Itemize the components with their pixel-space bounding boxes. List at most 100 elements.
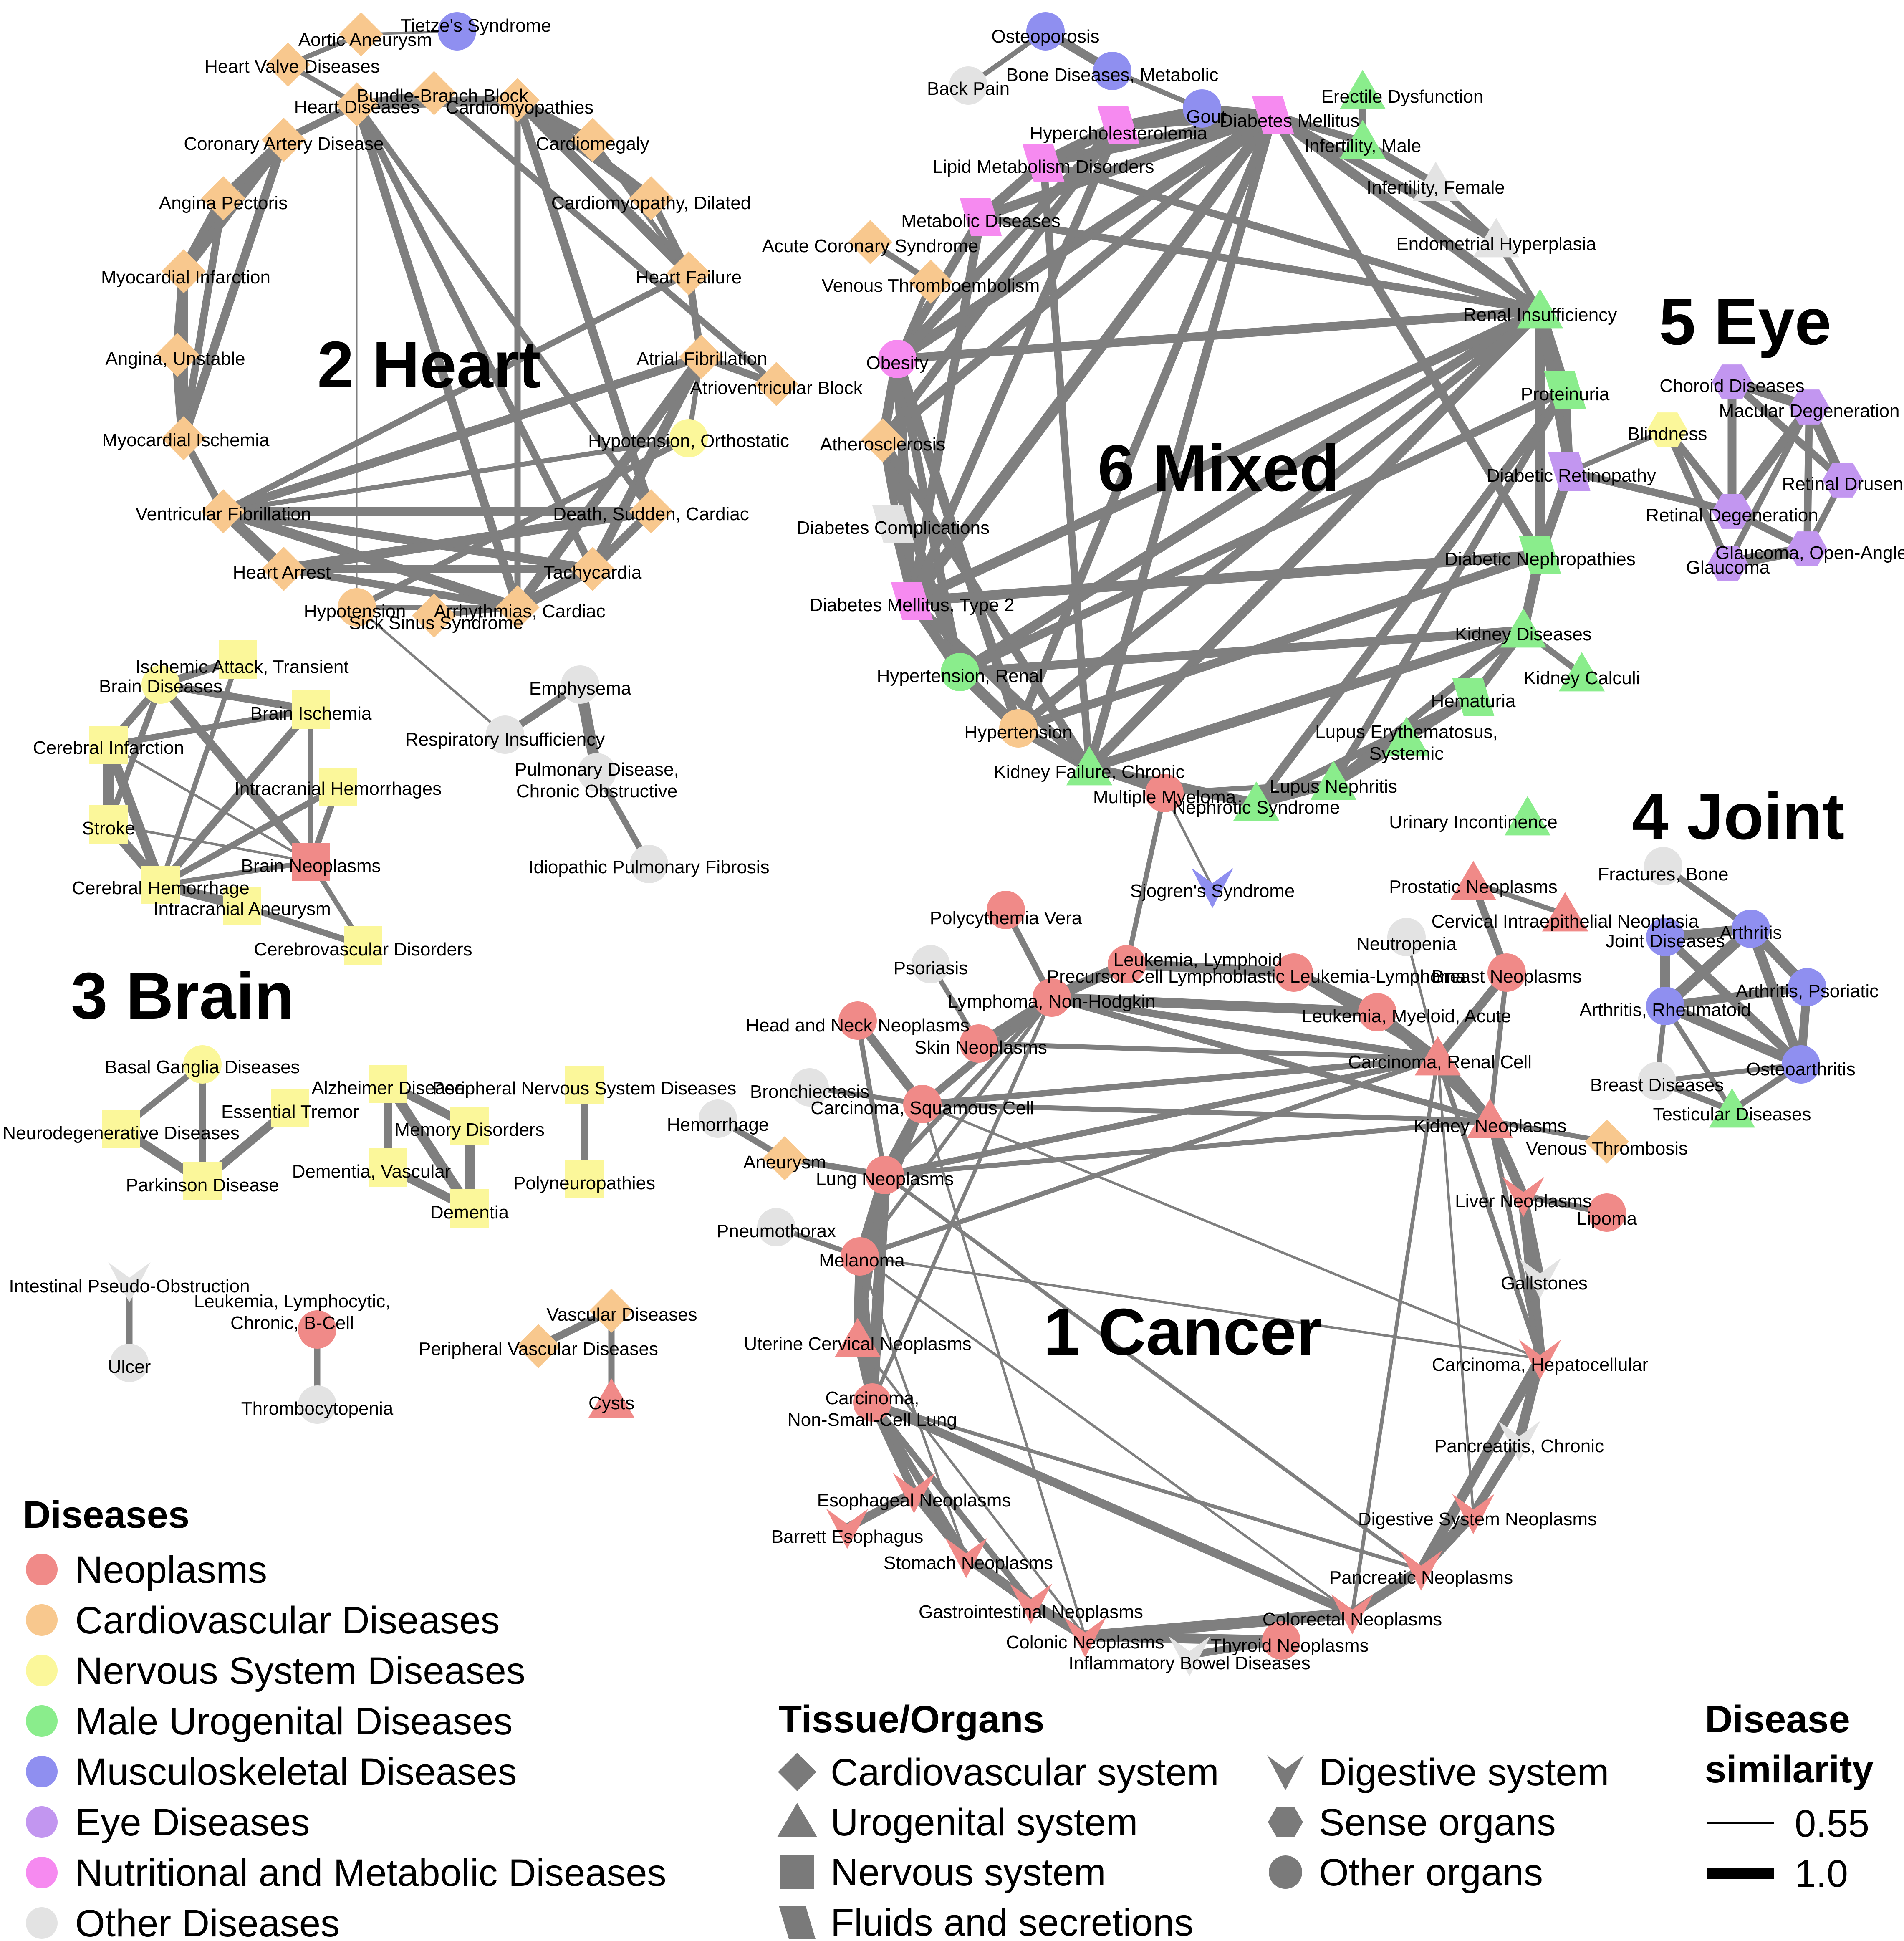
node-endo[interactable]: [1473, 218, 1520, 258]
node-psoriatic[interactable]: [1788, 968, 1826, 1006]
node-dementiavasc[interactable]: [369, 1148, 407, 1187]
node-liverneo[interactable]: [1502, 1177, 1545, 1217]
node-pancreatitis[interactable]: [1498, 1421, 1540, 1461]
node-braindis[interactable]: [141, 665, 180, 704]
node-hyperrenal[interactable]: [941, 653, 979, 691]
node-tietze[interactable]: [438, 12, 476, 51]
node-cll[interactable]: [298, 1310, 336, 1349]
node-rcc[interactable]: [1414, 1036, 1461, 1076]
node-neurodegen[interactable]: [102, 1110, 140, 1148]
node-ibd[interactable]: [1168, 1636, 1211, 1676]
node-breastdis[interactable]: [1638, 1062, 1676, 1100]
node-bronch[interactable]: [790, 1068, 829, 1107]
node-angina[interactable]: [201, 176, 245, 220]
node-pancreatic[interactable]: [1400, 1550, 1442, 1591]
node-headneck[interactable]: [838, 1001, 877, 1040]
node-lipoma[interactable]: [1588, 1193, 1626, 1232]
node-precursor[interactable]: [1275, 953, 1313, 992]
node-lymphoma[interactable]: [1033, 978, 1071, 1017]
node-inffemale[interactable]: [1412, 162, 1459, 201]
node-osteoporosis[interactable]: [1026, 12, 1065, 51]
node-fractures[interactable]: [1644, 847, 1682, 885]
node-pneumothorax[interactable]: [757, 1208, 795, 1246]
node-cysts[interactable]: [588, 1378, 635, 1418]
node-basal[interactable]: [183, 1045, 222, 1084]
node-heartdis[interactable]: [335, 82, 379, 126]
node-sicksinus[interactable]: [412, 594, 456, 638]
node-arrest[interactable]: [262, 547, 306, 591]
node-athero[interactable]: [861, 418, 905, 463]
node-hyperchol[interactable]: [1097, 106, 1140, 144]
node-venousthromb[interactable]: [1585, 1120, 1629, 1164]
node-obesity[interactable]: [878, 340, 917, 378]
node-ulcer[interactable]: [110, 1344, 149, 1382]
node-blindness[interactable]: [1647, 412, 1688, 447]
node-prostatic[interactable]: [1450, 861, 1497, 900]
node-diabret[interactable]: [1548, 452, 1591, 491]
node-cardiomegaly[interactable]: [571, 118, 615, 162]
node-ed[interactable]: [1339, 70, 1386, 109]
node-sjogren[interactable]: [1191, 868, 1234, 908]
node-osteoarth[interactable]: [1782, 1045, 1820, 1084]
node-hcc[interactable]: [1519, 1339, 1561, 1380]
node-proteinuria[interactable]: [1544, 371, 1586, 409]
node-acs[interactable]: [848, 220, 892, 264]
node-nephrotic[interactable]: [1233, 781, 1280, 821]
node-kidneyneo[interactable]: [1467, 1099, 1513, 1138]
node-hypertension[interactable]: [999, 709, 1038, 748]
node-barrett[interactable]: [826, 1509, 869, 1549]
node-melanoma[interactable]: [841, 1237, 879, 1276]
node-dilated[interactable]: [629, 176, 673, 220]
node-cin[interactable]: [1542, 892, 1588, 932]
node-ischemia[interactable]: [162, 416, 206, 460]
node-metab[interactable]: [960, 198, 1002, 236]
node-lipid[interactable]: [1022, 144, 1065, 182]
node-cardiomyo[interactable]: [495, 78, 540, 122]
node-diabneph[interactable]: [1519, 536, 1561, 574]
node-heartvalve[interactable]: [266, 43, 310, 87]
node-infmale[interactable]: [1339, 120, 1386, 159]
node-dementia[interactable]: [450, 1189, 489, 1228]
node-kfc[interactable]: [1066, 746, 1113, 786]
node-jointdis[interactable]: [1646, 918, 1684, 956]
node-emphysema[interactable]: [561, 665, 599, 704]
node-tia[interactable]: [219, 640, 257, 679]
node-backpain[interactable]: [949, 66, 987, 105]
node-thyroid[interactable]: [1262, 1621, 1300, 1660]
node-hemorrhage[interactable]: [699, 1099, 737, 1138]
node-cerebinf[interactable]: [89, 726, 128, 764]
node-unstable[interactable]: [155, 333, 199, 377]
node-lupus[interactable]: [1383, 717, 1430, 756]
node-stroke[interactable]: [89, 805, 128, 844]
node-leuklymph[interactable]: [1108, 945, 1146, 983]
node-squamous[interactable]: [903, 1085, 942, 1123]
node-ichem[interactable]: [319, 768, 357, 806]
node-breastneo[interactable]: [1487, 953, 1526, 992]
node-nsclc[interactable]: [853, 1383, 891, 1422]
node-parkinson[interactable]: [183, 1162, 222, 1200]
node-brainneo[interactable]: [292, 843, 330, 881]
node-hf[interactable]: [667, 251, 711, 296]
node-glaucomaoa[interactable]: [1787, 531, 1828, 566]
node-choroid[interactable]: [1712, 364, 1752, 399]
node-colorectal[interactable]: [1331, 1594, 1374, 1635]
node-bonemet[interactable]: [1093, 52, 1131, 90]
node-drusen[interactable]: [1822, 463, 1863, 498]
node-macular[interactable]: [1789, 389, 1830, 425]
node-afib[interactable]: [679, 335, 723, 379]
node-brainisch[interactable]: [292, 690, 330, 729]
node-vte[interactable]: [909, 260, 953, 304]
node-thrombo[interactable]: [298, 1385, 336, 1424]
node-pseudo[interactable]: [108, 1262, 151, 1303]
node-orthostatic[interactable]: [669, 419, 708, 457]
node-aortic[interactable]: [339, 12, 383, 56]
node-uterine[interactable]: [834, 1318, 881, 1357]
node-coronary[interactable]: [262, 118, 306, 162]
node-cerebhem[interactable]: [141, 866, 180, 904]
node-memory[interactable]: [450, 1107, 489, 1145]
node-diabcomp[interactable]: [872, 505, 914, 543]
node-aneurysm[interactable]: [763, 1136, 807, 1180]
node-aml[interactable]: [1358, 993, 1396, 1031]
node-myeloma[interactable]: [1145, 774, 1184, 812]
node-tremor[interactable]: [271, 1089, 309, 1127]
